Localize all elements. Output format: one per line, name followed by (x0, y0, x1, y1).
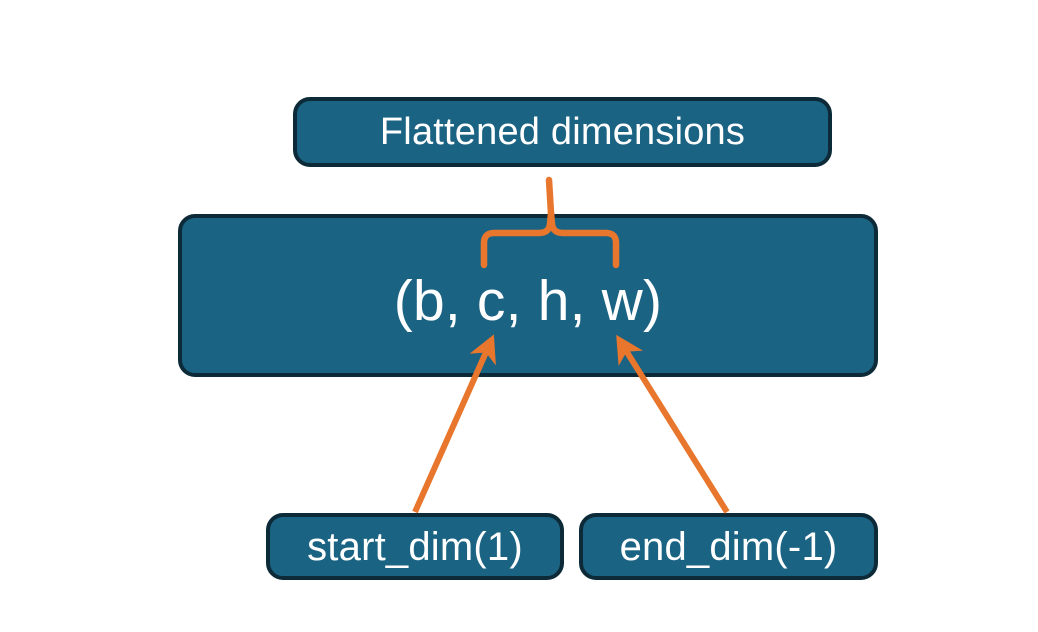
end-dim-node: end_dim(-1) (579, 513, 878, 580)
flattened-dimensions-node: Flattened dimensions (293, 97, 832, 167)
start-dim-node: start_dim(1) (266, 513, 564, 580)
end-dim-label: end_dim(-1) (619, 524, 838, 569)
tensor-shape-node: (b, c, h, w) (178, 214, 878, 377)
tensor-shape-label: (b, c, h, w) (393, 269, 663, 333)
start-dim-label: start_dim(1) (307, 524, 523, 569)
flattened-dimensions-label: Flattened dimensions (379, 111, 746, 153)
